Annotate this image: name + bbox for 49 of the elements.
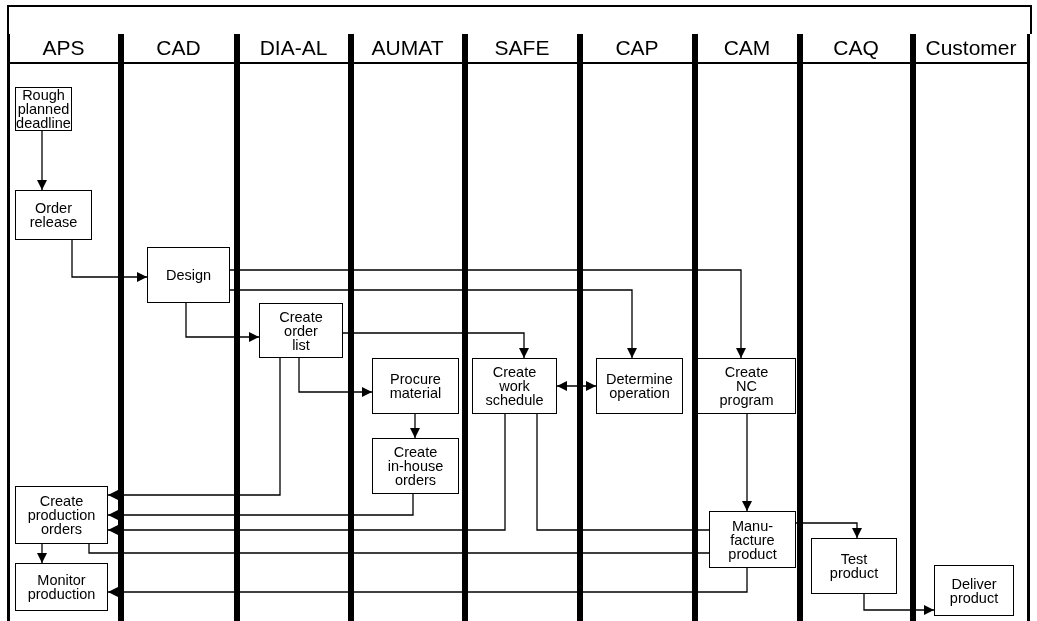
process-box: Monitor production	[15, 563, 108, 611]
process-box: Procure material	[372, 358, 459, 414]
arrow	[795, 522, 862, 539]
swimlane	[350, 34, 465, 621]
swimlane	[912, 34, 1030, 621]
lane-header: APS	[9, 34, 118, 64]
arrow	[107, 357, 281, 500]
process-box: Create NC program	[697, 358, 796, 414]
arrow	[107, 493, 414, 520]
process-box: Test product	[811, 538, 897, 594]
arrow	[229, 269, 746, 359]
process-box: Create in-house orders	[372, 438, 459, 494]
lane-header: DIA-AL	[239, 34, 348, 64]
process-box: Design	[147, 247, 230, 303]
process-box: Manu- facture product	[709, 511, 796, 568]
lane-header: SAFE	[467, 34, 577, 64]
swimlane	[579, 34, 695, 621]
arrow	[71, 239, 148, 282]
process-box: Rough planned deadline	[15, 87, 72, 131]
lane-header: Customer	[915, 34, 1027, 64]
arrow	[37, 543, 47, 564]
swimlane	[236, 34, 351, 621]
lane-header: CAP	[582, 34, 692, 64]
swimlane	[464, 34, 580, 621]
arrow	[342, 332, 529, 359]
process-box: Create production orders	[15, 486, 108, 544]
swimlane	[120, 34, 237, 621]
arrow	[298, 357, 373, 397]
lane-header: CAQ	[802, 34, 910, 64]
arrow	[107, 567, 748, 597]
arrow	[185, 302, 260, 342]
arrow	[863, 593, 935, 615]
arrow	[37, 130, 47, 191]
lane-header: CAM	[697, 34, 797, 64]
arrow	[410, 413, 420, 439]
swimlane	[799, 34, 913, 621]
process-box: Create order list	[259, 303, 343, 358]
arrow	[107, 413, 506, 535]
arrow	[742, 413, 752, 512]
swimlane	[694, 34, 800, 621]
arrow	[229, 289, 637, 359]
process-box: Determine operation	[596, 358, 683, 414]
lane-header: CAD	[123, 34, 234, 64]
process-box: Order release	[15, 190, 92, 240]
lane-header: AUMAT	[353, 34, 462, 64]
swimlane	[6, 34, 121, 621]
process-box: Deliver product	[934, 565, 1014, 616]
arrow	[556, 381, 597, 391]
process-box: Create work schedule	[472, 358, 557, 414]
